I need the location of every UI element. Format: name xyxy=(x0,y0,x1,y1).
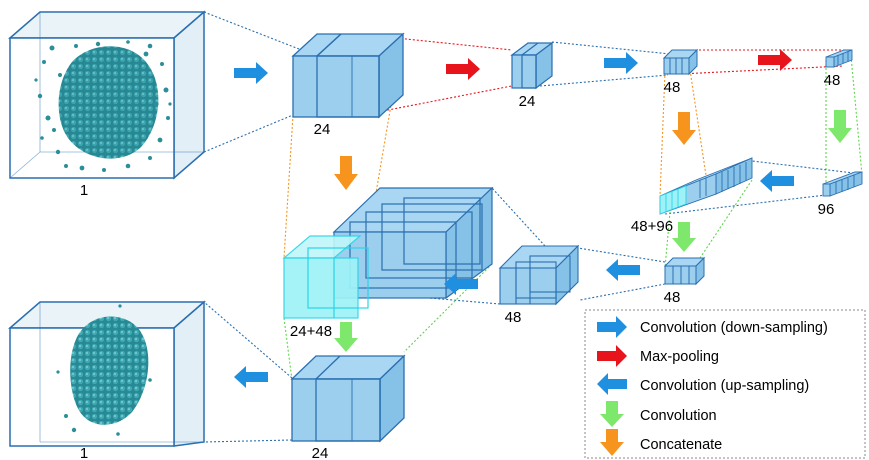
legend-label-down-conv: Convolution (down-sampling) xyxy=(640,320,828,336)
diagram-arrows xyxy=(234,49,852,388)
up-conv-arrow-4-icon xyxy=(234,366,268,388)
up-conv-arrow-1-icon xyxy=(760,170,794,192)
encoder-block-2 xyxy=(510,41,554,90)
decoder-block-2-label: 48 xyxy=(505,309,522,326)
legend-down-conv-icon xyxy=(597,316,627,338)
encoder-block-3-label: 48 xyxy=(664,79,681,96)
decoder-block-3-label: 48 xyxy=(664,289,681,306)
connector-bottleneck-dec3-top xyxy=(751,160,863,175)
legend-label-max-pool: Max-pooling xyxy=(640,349,719,365)
encoder-block-4-label: 48 xyxy=(824,72,841,89)
encoder-block-4 xyxy=(825,49,853,68)
legend-label-up-conv: Convolution (up-sampling) xyxy=(640,378,809,394)
legend-up-conv-icon xyxy=(597,373,627,395)
legend-conv-icon xyxy=(600,401,624,427)
decoder-concat-block-3-label: 48+96 xyxy=(631,218,673,235)
connector-bottleneck-dec3-bottom xyxy=(664,194,827,215)
connector-dec1-output-top xyxy=(203,301,293,379)
output-volume xyxy=(7,300,207,447)
connector-input-enc1-top xyxy=(203,11,318,57)
decoder-concat-block-1-label: 24+48 xyxy=(290,323,332,340)
connector-concat-dec1-left xyxy=(283,317,293,381)
connector-enc2-enc3-bottom xyxy=(539,74,669,87)
legend-concat-icon xyxy=(600,429,624,456)
legend-label-concat: Concatenate xyxy=(640,437,722,453)
input-volume-label: 1 xyxy=(80,182,88,199)
encoder-block-3 xyxy=(662,48,699,76)
legend-max-pool-icon xyxy=(597,345,627,367)
decoder-block-1-label: 24 xyxy=(312,445,329,460)
connector-enc3-concat-right xyxy=(689,69,708,183)
bottleneck-block xyxy=(822,171,863,197)
connector-enc3-concat-left xyxy=(659,71,666,197)
output-volume-label: 1 xyxy=(80,445,88,460)
connector-concat-dec3-left xyxy=(664,211,671,269)
legend-box xyxy=(584,309,866,459)
conv-arrow-1-icon xyxy=(828,110,852,143)
connector-concat-dec1-right xyxy=(403,263,493,353)
decoder-concat-block-1 xyxy=(282,186,494,319)
conv-arrow-2-icon xyxy=(672,222,696,252)
connector-dec2-concat-top xyxy=(491,187,546,247)
connector-enc3-enc4-bottom xyxy=(679,65,844,75)
connector-enc1-concat-left xyxy=(283,114,294,259)
particle-cluster-image xyxy=(56,304,152,436)
up-conv-arrow-3-icon xyxy=(444,273,478,295)
particle-cloud-image xyxy=(34,40,172,172)
decoder-block-3 xyxy=(663,256,706,286)
connector-dec1-output-bottom xyxy=(203,439,293,443)
encoder-block-2-label: 24 xyxy=(519,93,536,110)
connector-enc2-enc3-top xyxy=(551,41,691,57)
legend-label-conv: Convolution xyxy=(640,408,717,424)
connector-dec3-dec2-top xyxy=(577,247,666,263)
encoder-block-1 xyxy=(291,32,405,119)
concat-arrow-2-icon xyxy=(334,156,358,190)
up-conv-arrow-2-icon xyxy=(606,259,640,281)
max-pool-arrow-1-icon xyxy=(446,58,480,80)
connector-enc1-enc2-top xyxy=(376,35,513,51)
legend: Convolution (down-sampling) Max-pooling … xyxy=(584,309,866,459)
concat-arrow-1-icon xyxy=(672,112,696,145)
conv-arrow-3-icon xyxy=(334,322,358,352)
down-conv-arrow-2-icon xyxy=(604,52,638,74)
encoder-block-1-label: 24 xyxy=(314,121,331,138)
bottleneck-label: 96 xyxy=(818,201,835,218)
connector-dec3-dec2-bottom xyxy=(579,283,666,301)
input-volume xyxy=(7,10,207,180)
decoder-block-2 xyxy=(498,244,580,306)
max-pool-arrow-2-icon xyxy=(758,49,792,71)
down-conv-arrow-1-icon xyxy=(234,62,268,84)
decoder-block-1 xyxy=(290,354,406,443)
connector-enc4-bottleneck-right xyxy=(850,55,863,176)
connector-lines xyxy=(203,11,863,443)
decoder-concat-block-3 xyxy=(659,157,753,215)
